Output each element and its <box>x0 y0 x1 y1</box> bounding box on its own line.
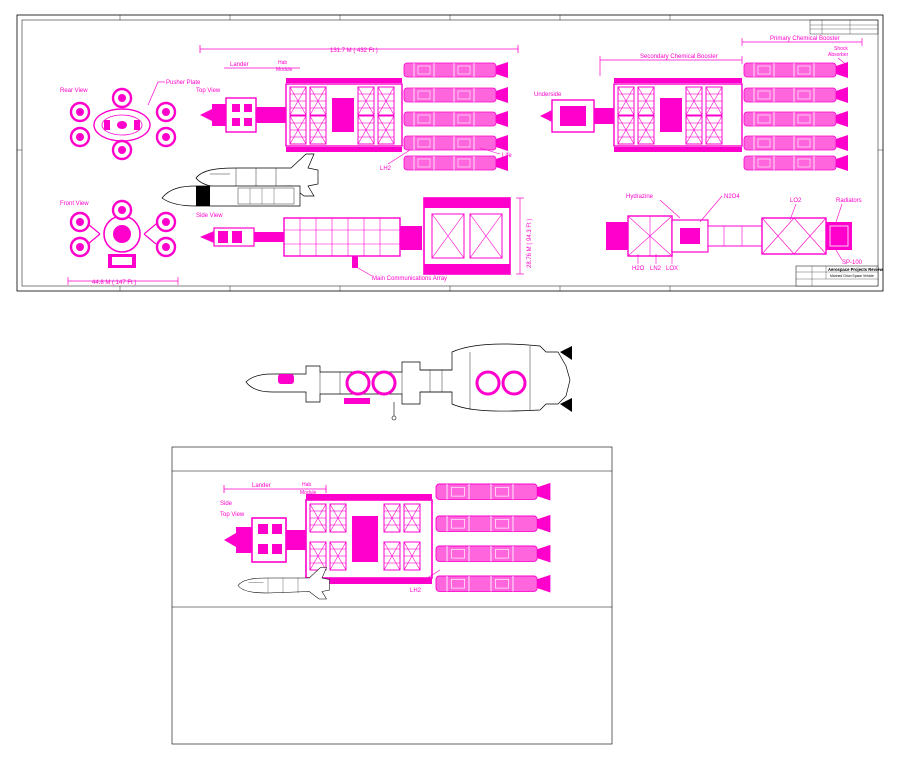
shock-label: Shock <box>834 46 848 52</box>
drawing-sheet: Rear View Pusher Plate Front View <box>16 14 883 292</box>
side-view-label: Side View <box>196 213 223 219</box>
zoom-module-label: Module <box>300 490 317 496</box>
vehicle-silhouette <box>245 343 572 421</box>
top-view-label: Top View <box>196 88 221 94</box>
h2o-label: H2O <box>632 266 645 272</box>
zoom-top-view-label: Top View <box>220 512 245 518</box>
lh2-label: LH2 <box>380 166 392 172</box>
propellant-cutaway: Hydrazine N2O4 LO2 Radiators SP-100 H2O … <box>606 194 863 272</box>
rear-view: Rear View Pusher Plate <box>60 80 201 161</box>
pusher-plate-label: Pusher Plate <box>166 80 201 86</box>
front-view-label: Front View <box>60 201 89 207</box>
height-dimension-label: 28.76 M ( 94.3 Ft ) <box>527 219 533 268</box>
lox-label: LOX <box>666 266 678 272</box>
hab-label: Hab <box>278 60 287 66</box>
underside-label: Underside <box>534 92 562 98</box>
title-block: Aerospace Projects Review Manned Orion S… <box>795 265 883 287</box>
underside-view: Underside Secondary Chemical Booster Pri… <box>534 36 863 172</box>
zoom-hab-label: Hab <box>302 482 311 488</box>
company-name: Aerospace Projects Review <box>828 267 883 272</box>
revision-block <box>809 19 879 35</box>
zoom-side-label: Side <box>220 501 233 507</box>
lander-label: Lander <box>230 62 249 68</box>
lo2-label: LO2 <box>790 198 802 204</box>
main-comms-label: Main Communications Array <box>372 276 447 282</box>
width-dimension-label: 44.8 M ( 147 Ft ) <box>92 280 136 286</box>
sp100-label: SP-100 <box>842 260 863 266</box>
radiators-label: Radiators <box>836 198 862 204</box>
zoom-lander-label: Lander <box>252 483 271 489</box>
top-view: Top View 131.7 M ( 432 Ft ) Lander Hab M… <box>196 45 519 172</box>
orbiter-side: Side View <box>161 153 319 219</box>
ln2-label: LN2 <box>650 266 662 272</box>
secondary-booster-label: Secondary Chemical Booster <box>640 54 718 60</box>
zoom-panel: Lander Hab Module Side Top View LH2 <box>171 446 613 745</box>
module-label: Module <box>276 67 293 73</box>
overall-length-label: 131.7 M ( 432 Ft ) <box>330 48 378 54</box>
hydrazine-label: Hydrazine <box>626 194 654 200</box>
zoom-lh2-label: LH2 <box>410 588 422 594</box>
side-view: 28.76 M ( 94.3 Ft ) Main Communications … <box>200 197 533 282</box>
primary-booster-label: Primary Chemical Booster <box>770 36 840 42</box>
drawing-title: Manned Orion Space Vehicle <box>830 274 874 278</box>
n2o4-label: N2O4 <box>724 194 740 200</box>
rear-view-label: Rear View <box>60 88 88 94</box>
life-label: Life <box>502 153 512 159</box>
front-view: Front View 44.8 M ( 147 Ft ) <box>60 199 179 286</box>
absorber-label: Absorber <box>828 52 849 58</box>
